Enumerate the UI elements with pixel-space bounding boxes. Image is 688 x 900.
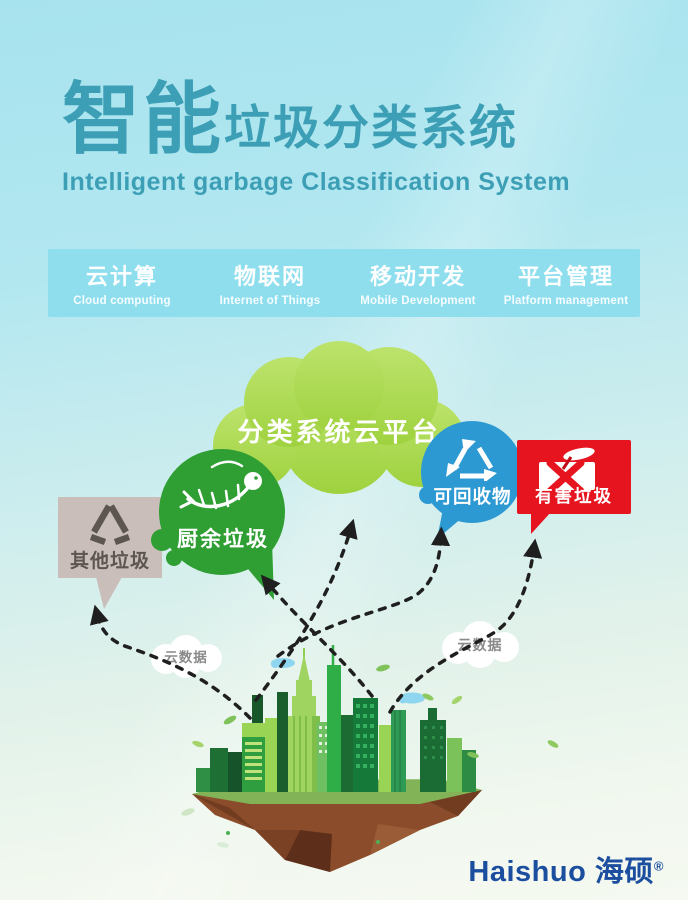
page-title: 智能 垃圾分类系统 Intelligent garbage Classifica… — [62, 75, 571, 197]
feature-en-label: Cloud computing — [73, 295, 171, 307]
bubble-shape — [419, 421, 523, 539]
recycle-triangle-icon — [446, 439, 497, 481]
title-rest: 垃圾分类系统 — [224, 101, 519, 155]
cloud-platform-bubble: 分类系统云平台 — [193, 340, 485, 498]
bubble-label: 有害垃圾 — [535, 486, 613, 506]
logo-english: Haishuo — [468, 856, 587, 888]
data-cloud-right: 云数据 — [430, 620, 530, 670]
logo-chinese: 海硕 — [594, 856, 654, 888]
bubble-tail — [96, 577, 122, 609]
feature-en-label: Platform management — [503, 295, 629, 307]
data-cloud-left: 云数据 — [138, 633, 234, 679]
cloud-platform-label: 分类系统云平台 — [237, 417, 441, 447]
title-chinese: 智能 垃圾分类系统 — [62, 75, 570, 163]
bubble-label: 厨余垃圾 — [177, 528, 269, 551]
harmful-waste-cross-icon — [539, 447, 595, 495]
data-cloud-label: 云数据 — [164, 650, 208, 665]
feature-en-label: Internet of Things — [219, 295, 321, 307]
feature-platform-management: 平台管理 Platform management — [492, 259, 640, 307]
data-cloud-label: 云数据 — [457, 637, 503, 653]
feature-zh-label: 云计算 — [85, 264, 158, 289]
registered-mark: ® — [653, 858, 664, 874]
other-waste-triangle-icon — [89, 504, 131, 546]
feature-zh-label: 移动开发 — [369, 264, 466, 289]
bubble-tail — [531, 512, 551, 534]
bubble-label: 其他垃圾 — [69, 551, 150, 572]
feature-cloud-computing: 云计算 Cloud computing — [48, 259, 196, 307]
feature-mobile-development: 移动开发 Mobile Development — [344, 259, 492, 307]
feature-zh-label: 平台管理 — [517, 264, 614, 289]
feature-internet-of-things: 物联网 Internet of Things — [196, 259, 344, 307]
feature-band: 云计算 Cloud computing 物联网 Internet of Thin… — [48, 249, 640, 317]
kitchen-waste-fishbone-icon — [179, 460, 262, 510]
bubble-kitchen-waste: 厨余垃圾 — [148, 445, 298, 605]
bubble-recyclable-waste: 可回收物 — [415, 417, 530, 547]
bubble-harmful-waste: 有害垃圾 — [517, 440, 631, 534]
title-accent: 智能 — [62, 75, 225, 163]
feature-zh-label: 物联网 — [233, 264, 306, 289]
title-subtitle-english: Intelligent garbage Classification Syste… — [62, 168, 571, 197]
cloud-shape — [213, 341, 466, 494]
leaves — [181, 664, 559, 848]
brand-logo: Haishuo 海硕® — [468, 848, 664, 890]
bubble-label: 可回收物 — [433, 486, 512, 507]
bubble-other-waste: 其他垃圾 — [58, 497, 162, 609]
feature-en-label: Mobile Development — [360, 295, 476, 307]
